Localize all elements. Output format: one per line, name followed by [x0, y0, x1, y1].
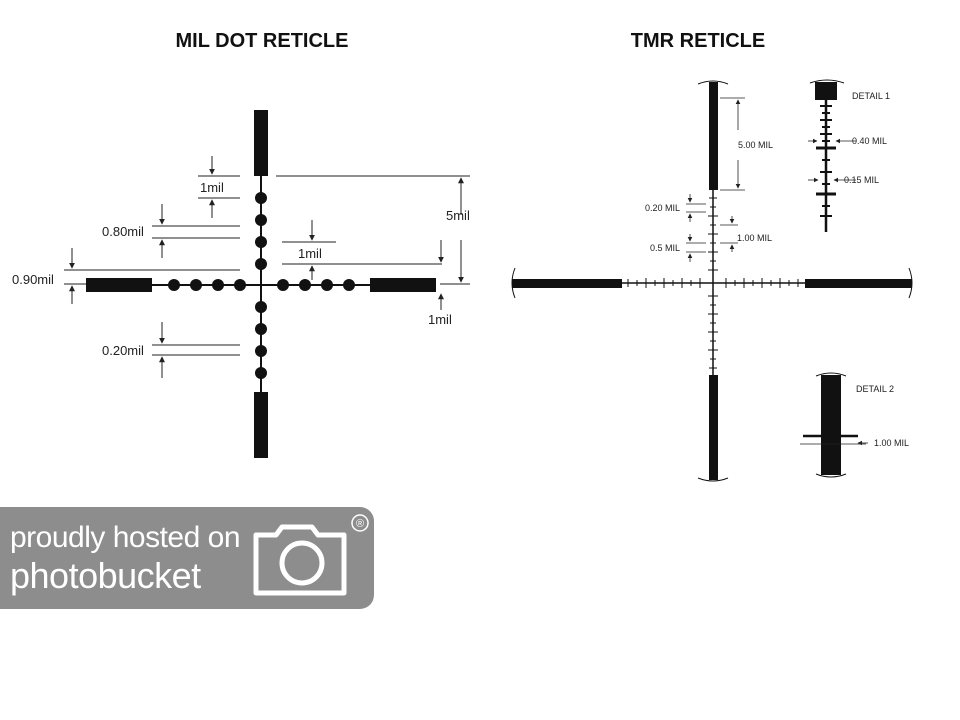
camera-icon: [253, 524, 347, 596]
label-post-gap: 1mil: [428, 312, 452, 327]
tmr-post-left: [512, 279, 622, 288]
label-line-thickness: 0.20mil: [102, 343, 144, 358]
dot-top-3: [255, 214, 267, 226]
label-dot-spacing: 1mil: [200, 180, 224, 195]
mil-dot-post-top: [254, 110, 268, 176]
mil-dot-dots: [168, 192, 355, 379]
tmr-post-bottom: [709, 375, 718, 480]
detail2-post: [821, 375, 841, 475]
dot-right-4: [343, 279, 355, 291]
label-detail2-a: 1.00 MIL: [874, 438, 909, 448]
dot-left-3: [190, 279, 202, 291]
tmr-break-bottom: [697, 477, 729, 482]
label-detail2-title: DETAIL 2: [856, 384, 894, 394]
mil-dot-post-right: [370, 278, 436, 292]
label-tmr-post-length: 5.00 MIL: [738, 140, 773, 150]
dot-top-2: [255, 236, 267, 248]
dot-bottom-3: [255, 345, 267, 357]
dot-top-1: [255, 258, 267, 270]
dim-tmr-half-hash: [686, 234, 706, 262]
mil-dot-reticle: 1mil 0.80mil 0.90mil 0.20mil: [12, 110, 470, 458]
photobucket-watermark: proudly hosted on photobucket ®: [0, 507, 374, 609]
dot-left-1: [234, 279, 246, 291]
tmr-hash-h: [627, 278, 799, 288]
dim-post-to-center: [276, 175, 470, 285]
mil-dot-post-left: [86, 278, 152, 292]
dot-right-3: [321, 279, 333, 291]
dot-left-2: [212, 279, 224, 291]
dot-top-4: [255, 192, 267, 204]
label-detail1-b: 0.15 MIL: [844, 175, 879, 185]
label-post-thickness: 0.90mil: [12, 272, 54, 287]
dim-dot-spacing: [198, 156, 240, 218]
tmr-post-top: [709, 82, 718, 190]
dot-bottom-1: [255, 301, 267, 313]
tmr-hash-v: [708, 197, 718, 369]
label-tmr-half-hash: 0.5 MIL: [650, 243, 680, 253]
dot-right-2: [299, 279, 311, 291]
tmr-title: TMR RETICLE: [630, 30, 766, 52]
detail-2: [800, 372, 868, 478]
dot-bottom-4: [255, 367, 267, 379]
dot-bottom-2: [255, 323, 267, 335]
label-tmr-hash-spacing: 1.00 MIL: [737, 233, 772, 243]
tmr-reticle: 5.00 MIL 0.20 MIL 1.00 MIL 0.5 MIL: [511, 79, 913, 482]
tmr-break-right: [908, 267, 913, 299]
dim-tmr-post-length: [720, 97, 745, 191]
dim-tmr-hash-spacing: [720, 216, 738, 252]
dot-left-4: [168, 279, 180, 291]
label-detail1-a: 0.40 MIL: [852, 136, 887, 146]
dim-tmr-line-thickness: [686, 194, 706, 222]
tmr-post-right: [805, 279, 912, 288]
label-detail1-title: DETAIL 1: [852, 91, 890, 101]
mil-dot-post-bottom: [254, 392, 268, 458]
dim-dot-diameter: [152, 204, 240, 258]
label-hash-offset: 1mil: [298, 246, 322, 261]
label-tmr-line-thickness: 0.20 MIL: [645, 203, 680, 213]
dim-hash-offset: [282, 220, 444, 310]
tmr-break-top: [697, 80, 729, 85]
dot-right-1: [277, 279, 289, 291]
detail-1: [808, 79, 856, 232]
watermark-line2: photobucket: [10, 555, 201, 596]
label-dot-diameter: 0.80mil: [102, 224, 144, 239]
registered-icon: ®: [351, 514, 369, 532]
detail1-post: [815, 82, 837, 100]
registered-mark: ®: [356, 518, 364, 530]
tmr-break-left: [511, 267, 516, 299]
label-post-to-center: 5mil: [446, 208, 470, 223]
dim-post-thickness: [64, 248, 240, 304]
mil-dot-title: MIL DOT RETICLE: [175, 30, 349, 52]
dim-line-thickness: [152, 322, 240, 378]
watermark-line1: proudly hosted on: [10, 521, 241, 554]
